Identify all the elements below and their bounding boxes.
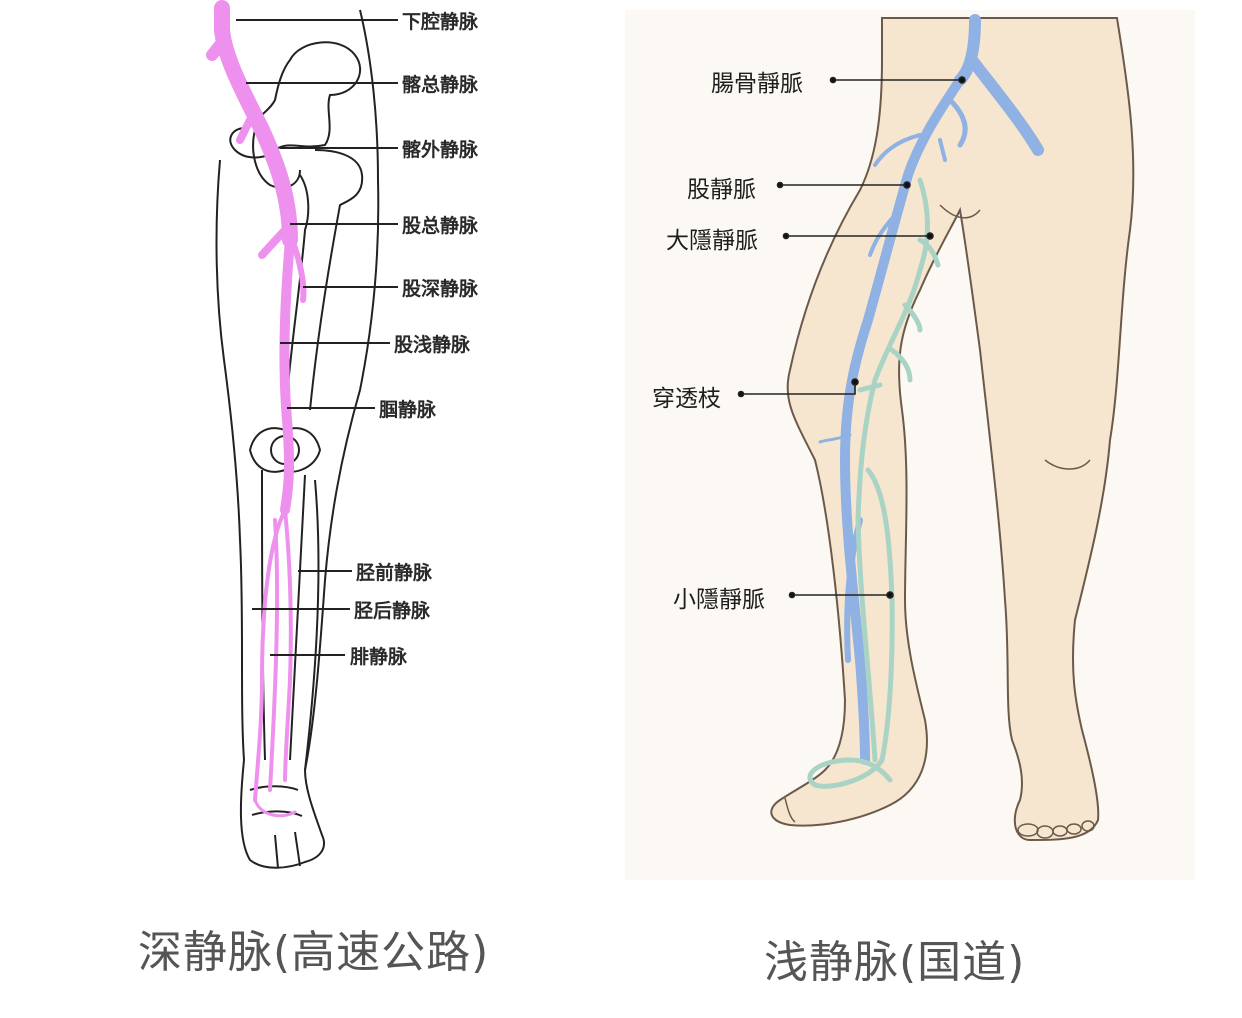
label-iliac-vein: 腸骨靜脈	[711, 71, 803, 97]
label-peroneal-vein: 腓静脉	[350, 646, 408, 668]
label-perforating-branch: 穿透枝	[652, 386, 721, 412]
label-common-femoral-vein: 股总静脉	[402, 215, 479, 237]
label-great-saphenous-vein: 大隱靜脈	[666, 228, 758, 254]
label-femoral-vein: 股靜脈	[687, 177, 756, 203]
label-common-iliac-vein: 髂总静脉	[402, 74, 479, 96]
label-posterior-tibial-vein: 胫后静脉	[354, 600, 431, 622]
label-popliteal-vein: 腘静脉	[379, 399, 437, 421]
caption-deep-veins: 深静脉(高速公路)	[138, 927, 490, 978]
label-small-saphenous-vein: 小隱靜脈	[673, 587, 765, 613]
label-superficial-femoral-vein: 股浅静脉	[394, 334, 471, 356]
deep-veins-leg-illustration	[206, 0, 398, 869]
label-external-iliac-vein: 髂外静脉	[402, 139, 479, 161]
label-anterior-tibial-vein: 胫前静脉	[356, 562, 433, 584]
label-inferior-vena-cava: 下腔静脉	[402, 11, 479, 33]
superficial-veins-leg-illustration	[625, 10, 1195, 880]
caption-superficial-veins: 浅静脉(国道)	[764, 937, 1026, 988]
deep-veins-diagram: 下腔静脉 髂总静脉 髂外静脉 股总静脉 股深静脉 股浅静脉 腘静脉 胫前静脉 胫…	[0, 0, 620, 1018]
label-deep-femoral-vein: 股深静脉	[402, 278, 479, 300]
superficial-veins-diagram: 腸骨靜脈 股靜脈 大隱靜脈 穿透枝 小隱靜脈 浅静脉(国道)	[620, 0, 1242, 1018]
